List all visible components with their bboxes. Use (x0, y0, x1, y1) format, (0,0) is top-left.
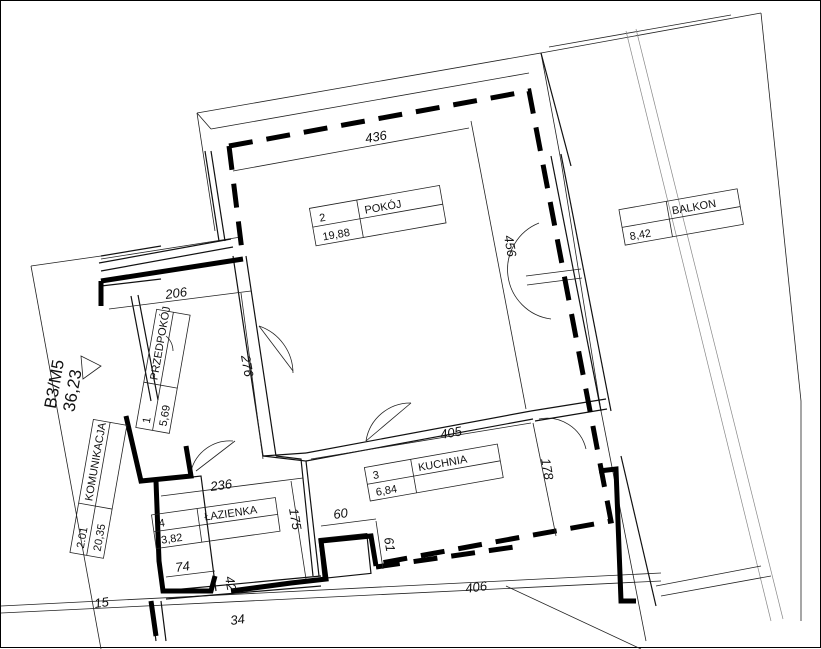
dim-42: 42 (222, 575, 239, 593)
dim-74: 74 (174, 558, 190, 575)
door-swings (165, 222, 587, 472)
room-area: 6,84 (375, 483, 398, 499)
entrance-arrow-icon (80, 355, 102, 380)
room-przedpokoj: 1 PRZEDPOKÓJ 5,69 (141, 305, 174, 427)
window-left-tower (98, 150, 234, 272)
room-pokoj: 2 POKÓJ 19,88 (318, 197, 403, 244)
room-number: 2.01 (75, 526, 91, 549)
room-area: 8,42 (629, 228, 652, 244)
room-number: 1 (141, 416, 154, 424)
unit-label: B3/M5 36,23 (41, 358, 86, 413)
room-number: 4 (158, 517, 166, 530)
dim-456: 456 (501, 234, 520, 259)
construction-lines (1, 12, 802, 649)
dim-236: 236 (208, 476, 233, 494)
dim-15: 15 (93, 594, 110, 611)
room-number: 2 (318, 212, 326, 225)
room-area: 20,35 (92, 523, 109, 552)
dim-178: 178 (538, 457, 557, 482)
dim-60: 60 (332, 505, 349, 522)
room-area: 3,82 (160, 532, 183, 547)
dim-436: 436 (364, 127, 389, 146)
room-komunikacja: 2.01 KOMUNIKACJA 20,35 (75, 421, 109, 552)
room-area: 5,69 (158, 404, 174, 427)
dim-34: 34 (229, 611, 245, 628)
room-name: PRZEDPOKÓJ (147, 305, 173, 381)
dim-276: 276 (238, 353, 257, 379)
room-label-frames (69, 184, 744, 559)
dimension-lines (108, 120, 557, 580)
dim-61: 61 (381, 536, 398, 553)
room-name: POKÓJ (364, 197, 403, 216)
balcony-window (540, 52, 657, 607)
room-area: 19,88 (322, 227, 351, 244)
dim-406: 406 (464, 578, 488, 596)
dim-206: 206 (163, 284, 188, 302)
dim-175: 175 (286, 507, 305, 532)
room-number: 3 (372, 469, 380, 482)
interior-walls (100, 255, 608, 642)
room-name: KOMUNIKACJA (83, 421, 109, 502)
unit-outline (98, 88, 636, 637)
dim-405: 405 (439, 423, 464, 442)
